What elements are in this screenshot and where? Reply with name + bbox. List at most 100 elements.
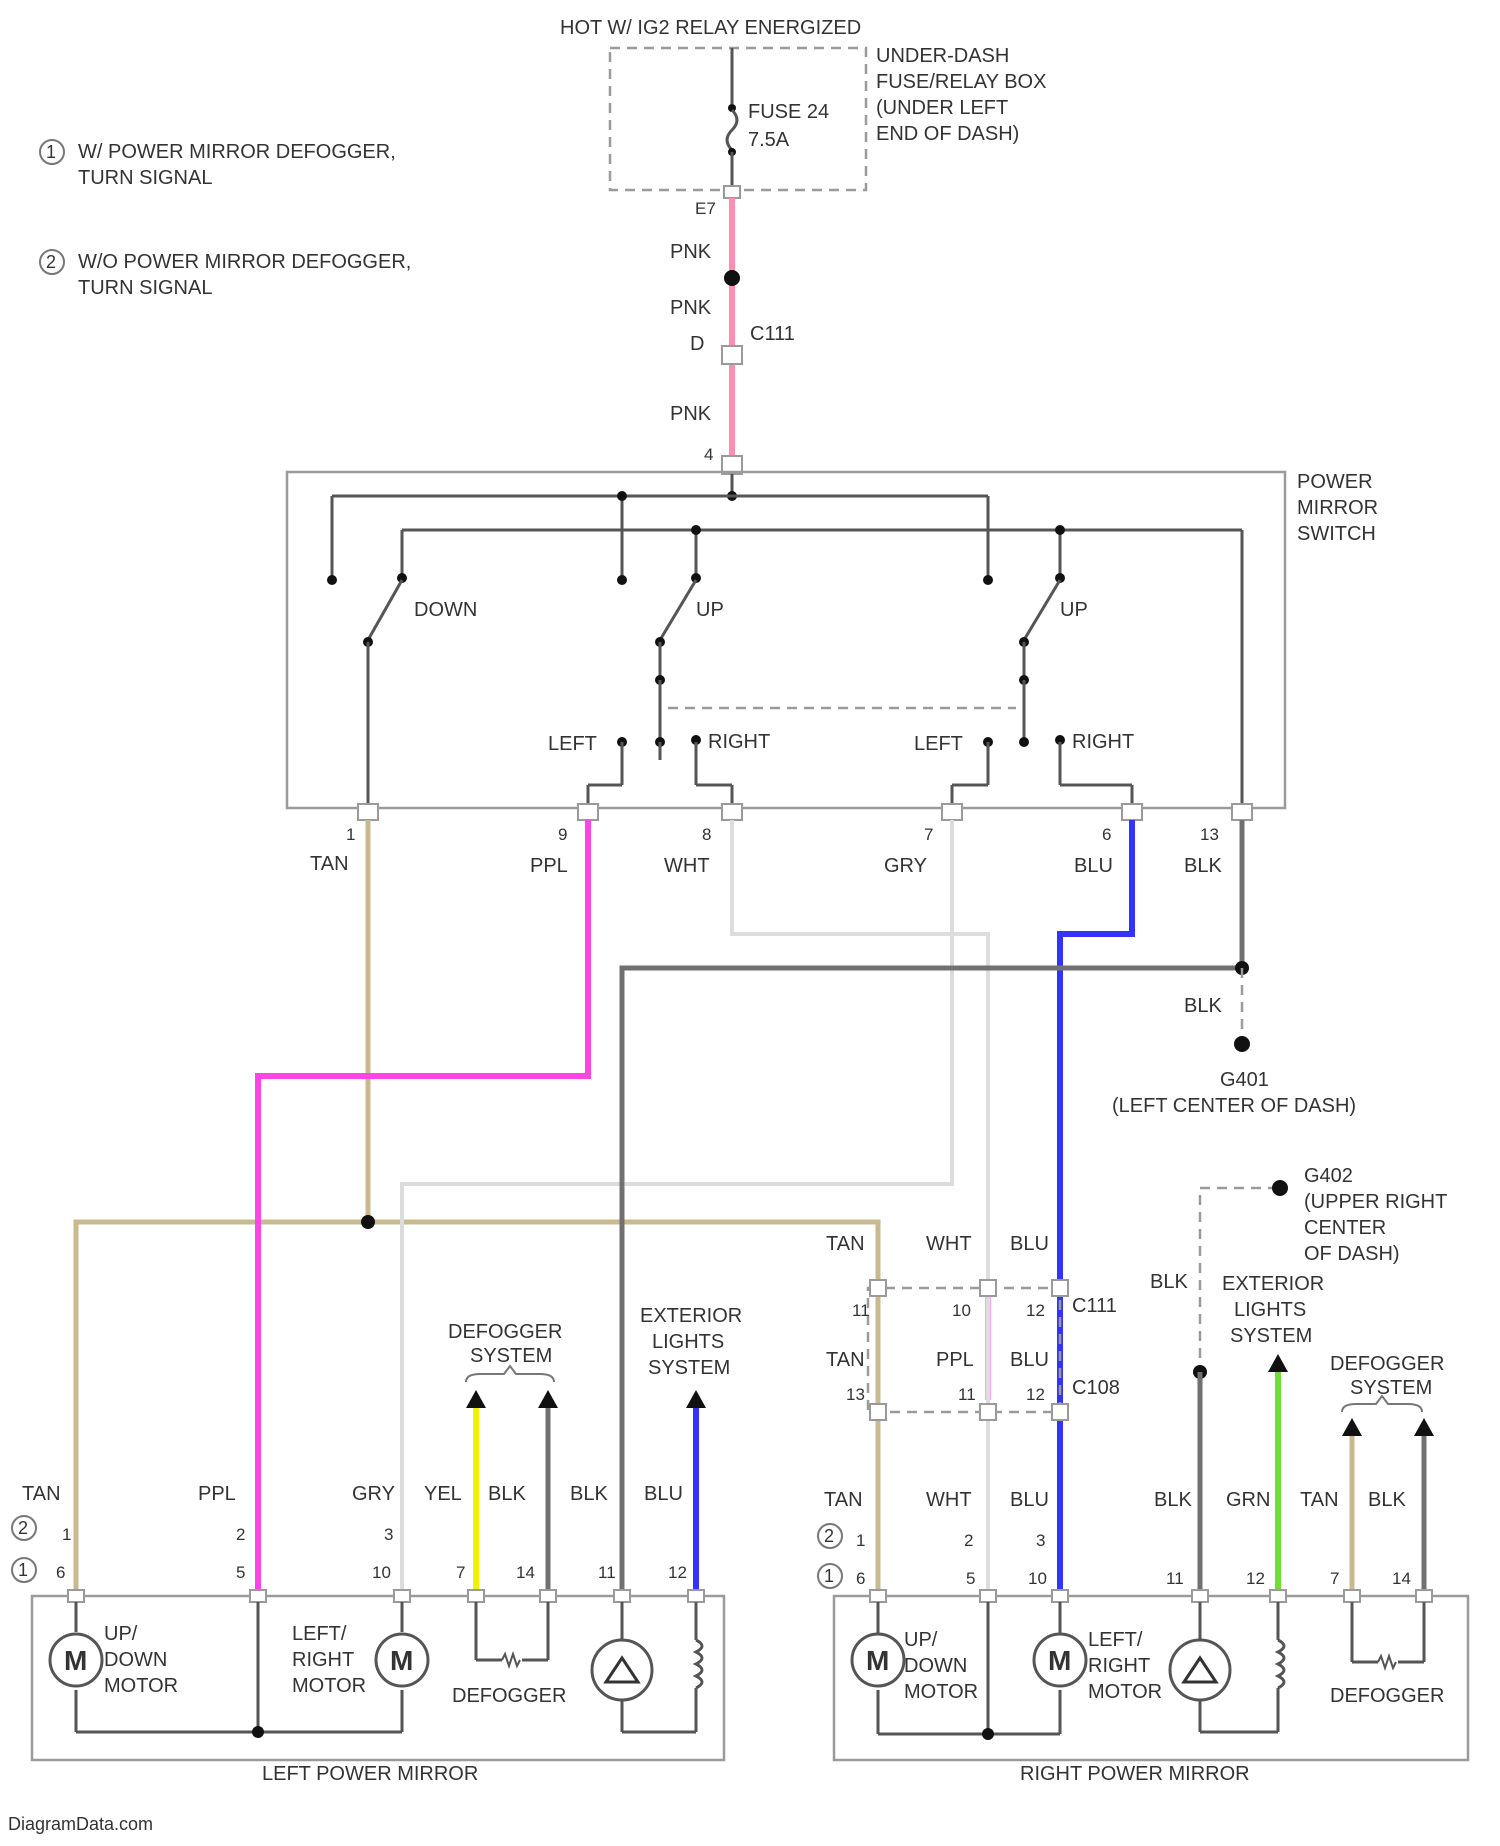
wire-tan bbox=[76, 820, 368, 1596]
right-power-mirror-label: RIGHT POWER MIRROR bbox=[1020, 1763, 1250, 1785]
g402-location: (UPPER RIGHT CENTER OF DASH) bbox=[1304, 1191, 1447, 1265]
c108-wire-tan: TAN bbox=[826, 1349, 865, 1371]
left-defogger-label: DEFOGGER bbox=[452, 1685, 566, 1707]
right-mirror-pins-note2: 1 2 3 bbox=[856, 1531, 1045, 1550]
right-mirror-wire-labels: TAN WHT BLU BLK GRN TAN BLK bbox=[824, 1489, 1406, 1511]
up-label-2: UP bbox=[1060, 599, 1088, 621]
left-mirror-note-markers: 2 1 bbox=[12, 1516, 36, 1582]
svg-text:7.5A: 7.5A bbox=[748, 129, 790, 151]
g401-ground-icon bbox=[1234, 1036, 1250, 1052]
svg-text:DEFOGGER: DEFOGGER bbox=[448, 1321, 562, 1343]
left-leftright-motor-icon: M bbox=[376, 1634, 428, 1686]
c108-wire-ppl: PPL bbox=[936, 1349, 974, 1371]
switch-pin-9: 9 bbox=[558, 825, 567, 844]
fuse-symbol bbox=[727, 104, 737, 156]
right-mirror-note-markers: 2 1 bbox=[818, 1524, 842, 1588]
hot-label: HOT W/ IG2 RELAY ENERGIZED bbox=[560, 17, 861, 39]
left-label-1: LEFT bbox=[548, 733, 597, 755]
c111-wire-blu: BLU bbox=[1010, 1233, 1049, 1255]
svg-text:MIRROR: MIRROR bbox=[1297, 497, 1378, 519]
pnk-splice bbox=[724, 270, 740, 286]
wire-wht bbox=[732, 820, 988, 1596]
svg-text:2: 2 bbox=[236, 1525, 245, 1544]
c111-name: C111 bbox=[1072, 1295, 1117, 1317]
right-updown-motor-label: UP/ DOWN MOTOR bbox=[904, 1629, 978, 1703]
right-updown-motor-icon: M bbox=[852, 1634, 904, 1686]
c108-wire-blu: BLU bbox=[1010, 1349, 1049, 1371]
svg-text:END OF DASH): END OF DASH) bbox=[876, 123, 1019, 145]
svg-text:(UNDER LEFT: (UNDER LEFT bbox=[876, 97, 1008, 119]
left-label-2: LEFT bbox=[914, 733, 963, 755]
pnk-wire-label-2: PNK bbox=[670, 297, 712, 319]
right-mirror-pins-note1: 6 5 10 11 12 7 14 bbox=[856, 1569, 1411, 1588]
c111-pin-d: D bbox=[690, 333, 704, 355]
g402-ground-icon bbox=[1272, 1180, 1288, 1196]
svg-text:MOTOR: MOTOR bbox=[104, 1675, 178, 1697]
wire-ppl bbox=[258, 820, 588, 1596]
watermark: DiagramData.com bbox=[8, 1814, 153, 1834]
down-label: DOWN bbox=[414, 599, 477, 621]
left-mirror-pins-note1: 6 5 10 7 14 11 12 bbox=[56, 1563, 687, 1582]
svg-text:UNDER-DASH: UNDER-DASH bbox=[876, 45, 1009, 67]
switch-pin-8: 8 bbox=[702, 825, 711, 844]
svg-text:GRY: GRY bbox=[352, 1483, 395, 1505]
svg-text:YEL: YEL bbox=[424, 1483, 462, 1505]
svg-text:MOTOR: MOTOR bbox=[292, 1675, 366, 1697]
switch-wire-wht: WHT bbox=[664, 855, 710, 877]
switch-pin-7: 7 bbox=[924, 825, 933, 844]
svg-text:DOWN: DOWN bbox=[104, 1649, 167, 1671]
svg-text:11: 11 bbox=[598, 1563, 616, 1582]
svg-text:6: 6 bbox=[56, 1563, 65, 1582]
wire-blu bbox=[1060, 820, 1132, 1596]
switch-pin-6: 6 bbox=[1102, 825, 1111, 844]
svg-text:10: 10 bbox=[372, 1563, 391, 1582]
right-label-2: RIGHT bbox=[1072, 731, 1134, 753]
svg-text:MOTOR: MOTOR bbox=[904, 1681, 978, 1703]
down-switch bbox=[327, 573, 407, 808]
note-2: 2 W/O POWER MIRROR DEFOGGER, TURN SIGNAL bbox=[40, 250, 411, 299]
svg-text:BLU: BLU bbox=[1010, 1489, 1049, 1511]
svg-text:14: 14 bbox=[1392, 1569, 1411, 1588]
svg-text:1: 1 bbox=[824, 1566, 834, 1586]
c108-pin-13: 13 bbox=[846, 1385, 865, 1404]
fuse-pin-connector bbox=[724, 186, 740, 198]
right-defogger-system-label: DEFOGGER SYSTEM bbox=[1330, 1353, 1444, 1399]
svg-text:DOWN: DOWN bbox=[904, 1655, 967, 1677]
pnk-wire-label-3: PNK bbox=[670, 403, 712, 425]
svg-text:GRN: GRN bbox=[1226, 1489, 1270, 1511]
svg-text:W/ POWER MIRROR DEFOGGER,: W/ POWER MIRROR DEFOGGER, bbox=[78, 141, 396, 163]
svg-text:12: 12 bbox=[1246, 1569, 1265, 1588]
g401-location: (LEFT CENTER OF DASH) bbox=[1112, 1095, 1356, 1117]
c111-wire-wht: WHT bbox=[926, 1233, 972, 1255]
left-turn-signal-lamp-icon bbox=[592, 1640, 652, 1700]
svg-text:OF DASH): OF DASH) bbox=[1304, 1243, 1400, 1265]
c108-pin-12: 12 bbox=[1026, 1385, 1045, 1404]
arrow-up-icon bbox=[686, 1390, 706, 1408]
svg-text:RIGHT: RIGHT bbox=[292, 1649, 354, 1671]
c111-pin-11: 11 bbox=[852, 1301, 870, 1320]
svg-text:EXTERIOR: EXTERIOR bbox=[640, 1305, 742, 1327]
fuse-pin: E7 bbox=[695, 199, 716, 218]
c111-feed-name: C111 bbox=[750, 323, 795, 345]
svg-text:7: 7 bbox=[456, 1563, 465, 1582]
svg-text:2: 2 bbox=[824, 1526, 834, 1546]
svg-text:BLK: BLK bbox=[1154, 1489, 1192, 1511]
svg-text:1: 1 bbox=[18, 1560, 28, 1580]
svg-text:3: 3 bbox=[1036, 1531, 1045, 1550]
arrow-up-icon bbox=[466, 1390, 486, 1408]
tan-splice bbox=[361, 1215, 375, 1229]
c111-connector-d bbox=[722, 346, 742, 364]
switch-wire-tan: TAN bbox=[310, 853, 349, 875]
svg-text:11: 11 bbox=[1166, 1569, 1184, 1588]
svg-text:LEFT/: LEFT/ bbox=[1088, 1629, 1143, 1651]
svg-text:LEFT/: LEFT/ bbox=[292, 1623, 347, 1645]
svg-text:6: 6 bbox=[856, 1569, 865, 1588]
g401-wire: BLK bbox=[1184, 995, 1222, 1017]
left-defogger-system-label: DEFOGGER SYSTEM bbox=[448, 1321, 562, 1367]
svg-text:FUSE 24: FUSE 24 bbox=[748, 101, 829, 123]
svg-text:FUSE/RELAY BOX: FUSE/RELAY BOX bbox=[876, 71, 1046, 93]
right-leftright-motor-icon: M bbox=[1034, 1634, 1086, 1686]
svg-text:7: 7 bbox=[1330, 1569, 1339, 1588]
svg-text:M: M bbox=[390, 1645, 413, 1676]
